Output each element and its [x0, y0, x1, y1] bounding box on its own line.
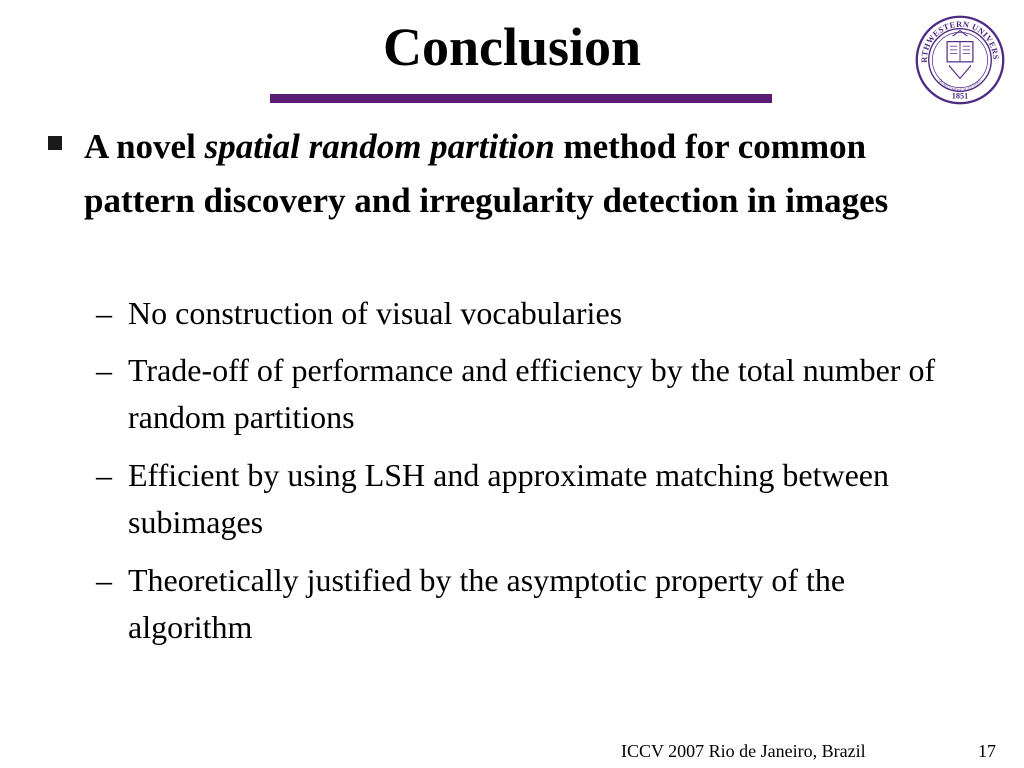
title-underline [270, 94, 772, 103]
dash-bullet-icon: – [96, 352, 112, 388]
northwestern-seal-icon: NORTHWESTERN UNIVERSITY 1851 QUAECUMQUE … [910, 14, 1010, 106]
sub-bullet: Theoretically justified by the asymptoti… [128, 562, 846, 645]
dash-bullet-icon: – [96, 562, 112, 598]
svg-text:QUAECUMQUE SUNT VERA: QUAECUMQUE SUNT VERA [938, 78, 982, 92]
page-number: 17 [978, 741, 996, 761]
dash-bullet-icon: – [96, 457, 112, 493]
slide-title: Conclusion [382, 17, 642, 77]
sub-bullet: No construction of visual vocabularies [128, 295, 623, 331]
svg-text:NORTHWESTERN UNIVERSITY: NORTHWESTERN UNIVERSITY [911, 14, 1001, 63]
seal-year: 1851 [952, 92, 969, 101]
dash-bullet-icon: – [96, 295, 112, 331]
square-bullet-icon [48, 136, 62, 150]
sub-bullet: Trade-off of performance and efficiency … [128, 352, 936, 435]
footer-text: ICCV 2007 Rio de Janeiro, Brazil [621, 741, 866, 761]
main-bullet: A novel spatial random partition method … [84, 127, 889, 220]
sub-bullet: Efficient by using LSH and approximate m… [128, 457, 889, 540]
